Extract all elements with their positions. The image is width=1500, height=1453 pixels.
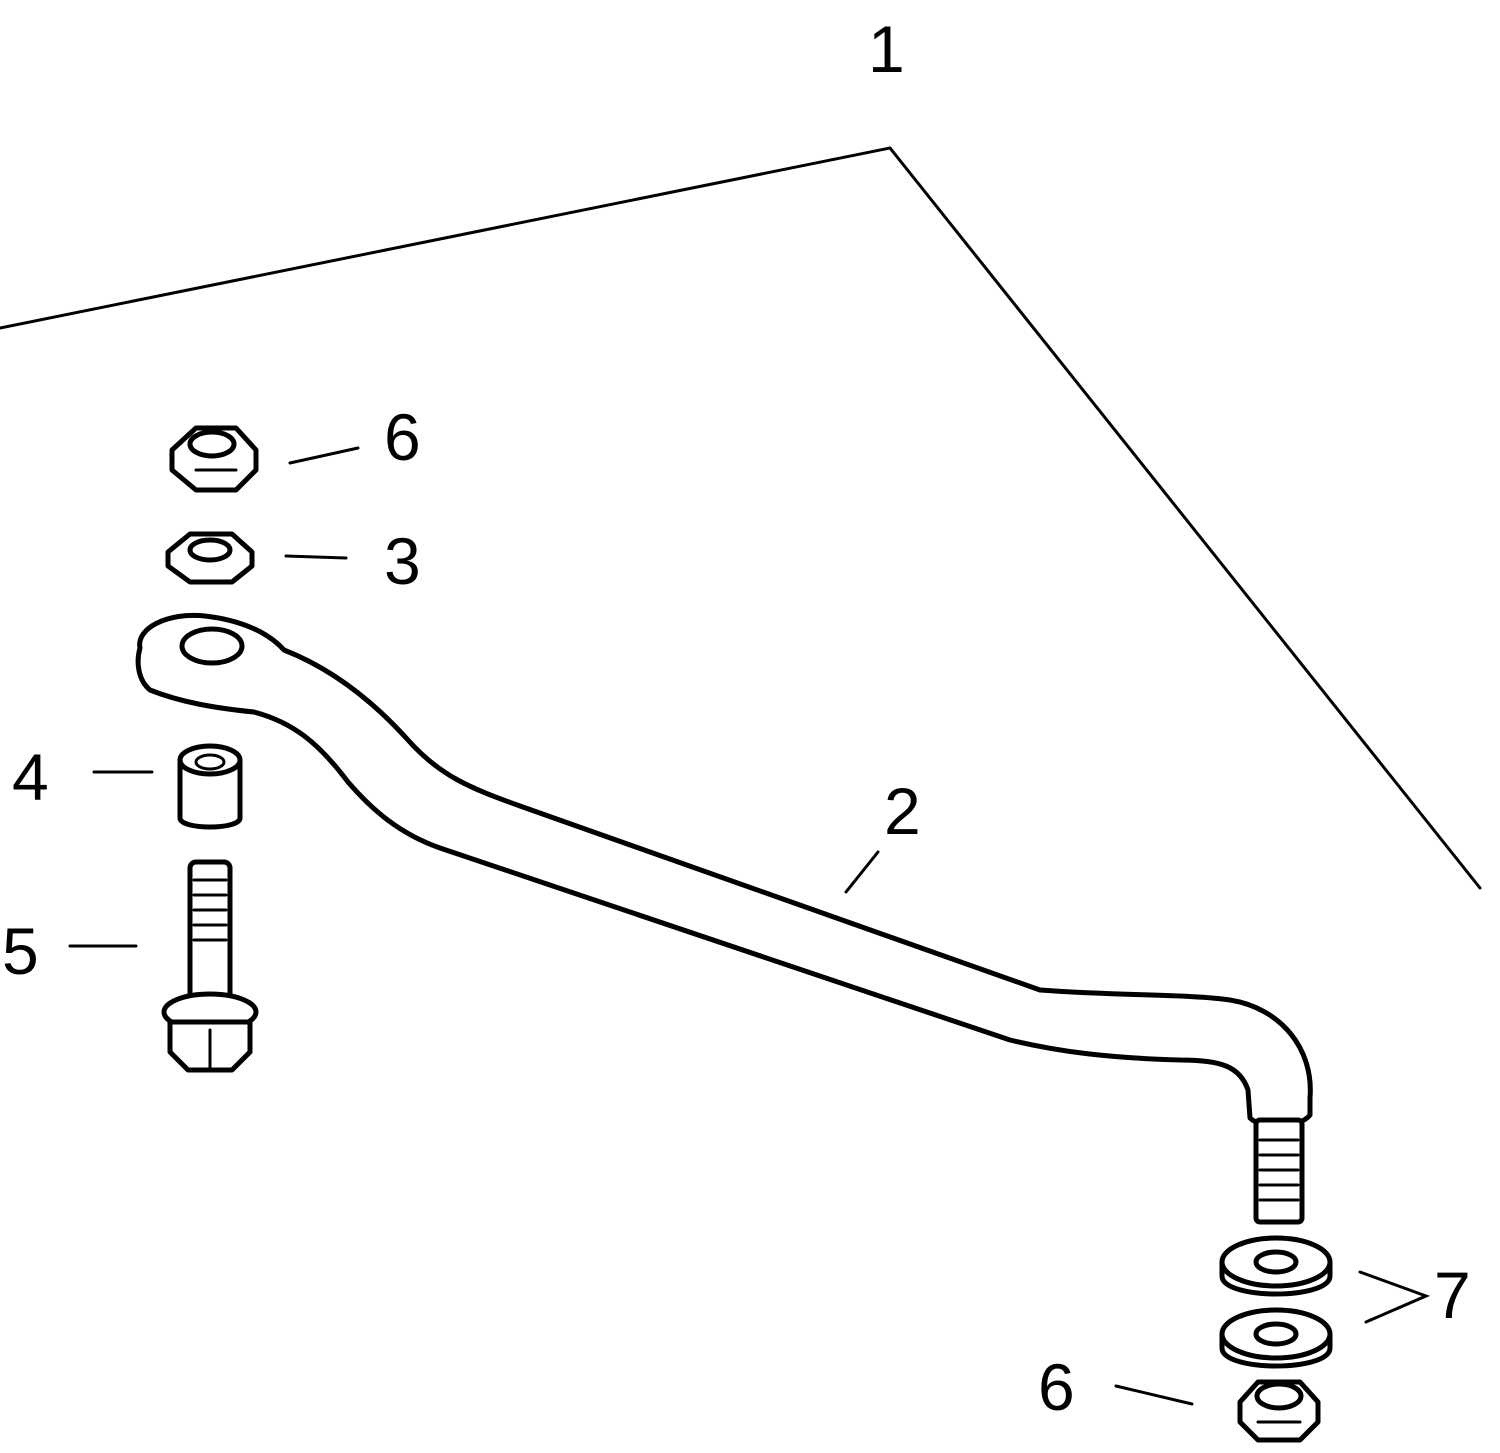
leader-6-bottom <box>1114 1384 1194 1406</box>
leader-3 <box>284 554 348 560</box>
link-rod <box>135 612 1313 1225</box>
callout-2: 2 <box>884 774 921 848</box>
bolt-threads <box>192 878 228 942</box>
callout-5: 5 <box>2 914 39 988</box>
mounting-plate-outline <box>0 146 1482 890</box>
leader-2 <box>844 850 880 894</box>
callout-1: 1 <box>868 12 905 86</box>
callout-3: 3 <box>384 524 421 598</box>
flange-bolt <box>161 859 259 1073</box>
rod-eye-hole <box>179 626 245 666</box>
spacer-sleeve <box>177 743 243 830</box>
callout-6-top: 6 <box>384 400 421 474</box>
leader-7 <box>1358 1270 1431 1324</box>
stud-threads <box>1258 1138 1300 1202</box>
callout-4: 4 <box>12 740 49 814</box>
leader-6-top <box>288 446 360 465</box>
washer-upper <box>1219 1235 1333 1297</box>
washer-lower <box>1219 1307 1333 1369</box>
locknut-top <box>169 425 259 493</box>
callout-6-bottom: 6 <box>1038 1350 1075 1424</box>
callout-7: 7 <box>1434 1258 1471 1332</box>
locknut-bottom <box>1237 1379 1321 1443</box>
hex-nut <box>165 531 255 585</box>
